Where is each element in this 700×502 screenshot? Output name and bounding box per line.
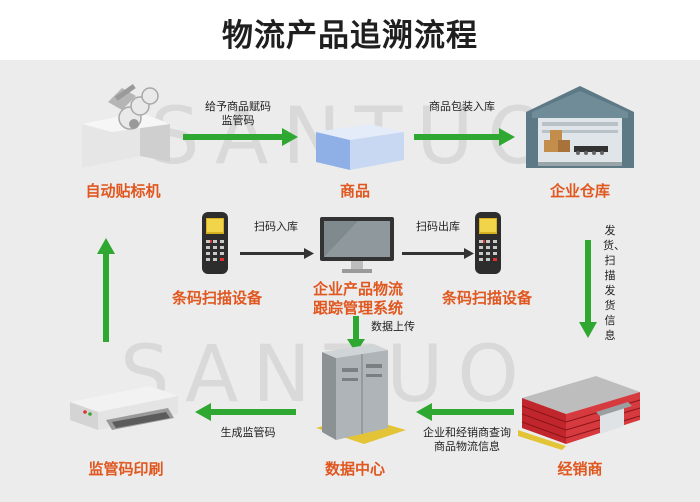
page-title: 物流产品追溯流程 xyxy=(222,18,478,54)
edge-label-query-line2: 商品物流信息 xyxy=(434,440,500,453)
distributor-building-icon xyxy=(518,376,641,450)
edge-label-scan-out: 扫码出库 xyxy=(416,220,460,233)
edge-label-gen-code: 生成监管码 xyxy=(220,426,276,439)
arrow-warehouse-to-distributor xyxy=(579,240,597,338)
product-box-icon xyxy=(316,124,404,170)
edge-label-assign-code-line1: 给予商品赋码 xyxy=(205,100,271,113)
watermark-bottom: SANTUO xyxy=(120,330,533,420)
edge-label-assign-code-line2: 监管码 xyxy=(221,114,255,127)
label-printer-icon xyxy=(70,386,178,430)
arrow-product-to-warehouse xyxy=(414,128,515,146)
edge-label-upload: 数据上传 xyxy=(371,320,415,333)
computer-monitor-icon xyxy=(320,217,394,273)
arrow-datacenter-to-printer xyxy=(195,403,296,421)
auto-labeler-icon xyxy=(82,84,170,168)
edge-label-pack-in: 商品包装入库 xyxy=(429,100,495,113)
edge-label-scan-in: 扫码入库 xyxy=(254,220,298,233)
barcode-scanner-right-icon xyxy=(475,212,501,274)
node-label-code-printer: 监管码印刷 xyxy=(88,460,164,478)
node-label-warehouse: 企业仓库 xyxy=(549,182,610,200)
node-label-product: 商品 xyxy=(339,182,370,200)
node-label-auto-labeler: 自动贴标机 xyxy=(85,182,161,200)
arrow-distributor-to-datacenter xyxy=(416,403,514,421)
node-label-scanner-right: 条码扫描设备 xyxy=(441,289,532,307)
barcode-scanner-left-icon xyxy=(202,212,228,274)
arrow-system-to-scanner xyxy=(402,248,474,259)
node-label-data-center: 数据中心 xyxy=(324,460,385,478)
server-cabinet-icon xyxy=(316,344,406,444)
node-label-tracking-system-line1: 企业产品物流 xyxy=(312,280,403,298)
node-label-scanner-left: 条码扫描设备 xyxy=(171,289,262,307)
edge-label-query-line1: 企业和经销商查询 xyxy=(423,426,511,439)
arrow-printer-to-labeler xyxy=(97,238,115,342)
edge-label-ship-scan: 发货、扫描发货信息 xyxy=(603,224,625,342)
warehouse-icon xyxy=(526,86,634,168)
arrow-labeler-to-product xyxy=(183,128,298,146)
node-label-distributor: 经销商 xyxy=(557,460,603,478)
arrow-system-to-datacenter xyxy=(347,316,365,353)
arrow-scanner-to-system xyxy=(240,248,314,259)
node-label-tracking-system-line2: 跟踪管理系统 xyxy=(312,299,403,317)
header: 物流产品追溯流程 xyxy=(0,0,700,60)
